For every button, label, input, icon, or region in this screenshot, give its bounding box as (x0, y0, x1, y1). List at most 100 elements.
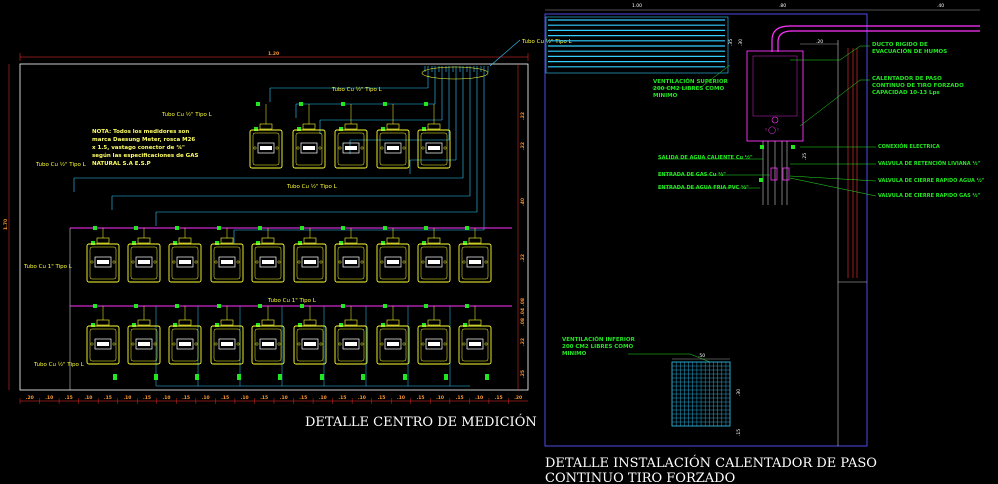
dim-top-3: .40 (937, 3, 944, 9)
dim-right: .22 (520, 254, 526, 262)
dim-heater-h: .25 (802, 153, 808, 160)
gas-meter (417, 123, 451, 169)
gas-meter (417, 237, 451, 283)
dim-width: 1.20 (268, 51, 279, 57)
label-calentador-2: CONTINUO DE TIRO FORZADO (872, 83, 964, 89)
dim-right: .22 (520, 112, 526, 120)
exhaust-duct (771, 25, 980, 52)
gas-meter (334, 319, 368, 365)
title-heater-2: CONTINUO TIRO FORZADO (545, 471, 735, 484)
gas-meter (86, 237, 120, 283)
meter-note: NOTA: Todos los medidores son marca Daes… (92, 129, 198, 167)
label-pipe-row1-top: Tubo Cu ½" Tipo L (331, 86, 383, 93)
dim-bottom: .10 (358, 395, 366, 401)
label-vent-sup-2: 200 CM2 LIBRES COMO (653, 86, 724, 92)
label-calentador-1: CALENTADOR DE PASO (872, 76, 942, 82)
title-heater-1: DETALLE INSTALACIÓN CALENTADOR DE PASO (545, 454, 877, 471)
gas-meter (376, 123, 410, 169)
dim-bottom: .10 (280, 395, 288, 401)
gas-meter (210, 319, 244, 365)
dim-right: .22 (520, 142, 526, 150)
meter-center: 1.20 1.70 .22.22.40.22.08.04.08.22.25 .2… (3, 38, 573, 430)
dim-bottom: .15 (338, 395, 346, 401)
dim-grille-h: .30 (736, 389, 742, 396)
label-entrada-gas: ENTRADA DE GAS Cu ½" (658, 171, 726, 178)
note-line-5: NATURAL S.A E.S.P (92, 161, 151, 167)
label-pipe-row1-left: Tubo Cu ½" Tipo L (161, 111, 213, 118)
dim-bottom: .15 (104, 395, 112, 401)
gas-meter (293, 237, 327, 283)
dim-bottom: .10 (319, 395, 327, 401)
label-pipe-left-middle: Tubo Cu 1" Tipo L (23, 264, 73, 270)
gas-meter (458, 319, 492, 365)
label-pipe-left-upper: Tubo Cu ½" Tipo L (35, 161, 87, 168)
label-valvula-cierre-gas: VALVULA DE CIERRE RAPIDO GAS ½" (878, 192, 981, 199)
label-pipe-row3-top: Tubo Cu 1" Tipo L (267, 298, 317, 304)
dim-bottom: .20 (514, 395, 522, 401)
gas-meter (127, 319, 161, 365)
gas-meter (334, 237, 368, 283)
dim-bottom: .15 (260, 395, 268, 401)
gas-meter (168, 237, 202, 283)
dim-bottom: .15 (495, 395, 503, 401)
heater-detail: 1.00 .80 .40 .35 .30 .20 ◦◯◦ (544, 3, 985, 484)
gas-meter (293, 319, 327, 365)
title-meter-center: DETALLE CENTRO DE MEDICIÓN (305, 413, 537, 430)
dim-bottom: .15 (299, 395, 307, 401)
label-calentador-3: CAPACIDAD 10-13 Lps (872, 90, 940, 96)
dim-right: .40 (520, 198, 526, 206)
dim-bottom: .10 (241, 395, 249, 401)
dim-bottom: .10 (163, 395, 171, 401)
dim-top-1: 1.00 (632, 3, 642, 9)
cabinet-frame (19, 63, 529, 391)
gas-meter (334, 123, 368, 169)
dim-bottom: .15 (417, 395, 425, 401)
label-conexion-electrica: CONEXIÓN ELECTRICA (878, 143, 940, 150)
label-vent-sup-3: MINIMO (653, 93, 678, 99)
label-vent-inf-1: VENTILACIÓN INFERIOR (562, 336, 636, 343)
lower-vent-grille (671, 361, 731, 427)
gas-meter (249, 123, 283, 169)
label-ducto-1: DUCTO RIGIDO DE (872, 42, 928, 48)
label-pipe-top-right: Tubo Cu ½" Tipo L (521, 38, 573, 45)
gas-meter (292, 123, 326, 169)
label-vent-sup-1: VENTILACIÓN SUPERIOR (653, 78, 729, 85)
label-vent-inf-2: 200 CM2 LIBRES COMO (562, 344, 633, 350)
dim-top-2: .80 (779, 3, 786, 9)
bottom-dims: .20 .10 .15 .10 .15 .10 .15 .10 .15 .10 .15 .10 .15.… (19, 395, 522, 404)
gas-meter (210, 237, 244, 283)
label-vent-inf-3: MINIMO (562, 351, 587, 357)
heater-controls-icon: ◦◯◦ (764, 126, 780, 134)
dim-grille-w: .50 (698, 353, 705, 359)
label-entrada-agua-fria: ENTRADA DE AGUA FRIA PVC ½" (658, 184, 749, 191)
dim-bottom: .15 (736, 429, 742, 436)
gas-meter (251, 237, 285, 283)
gas-meter (417, 319, 451, 365)
dim-top-small: .20 (816, 39, 823, 45)
dim-right: .22 (520, 338, 526, 346)
room-frame (544, 13, 868, 447)
note-line-2: marca Daesung Meter, rosca M26 (92, 137, 195, 143)
label-pipe-left-lower: Tubo Cu ½" Tipo L (33, 361, 85, 368)
gas-meter (376, 237, 410, 283)
dim-bottom: .15 (221, 395, 229, 401)
dim-bottom: .10 (202, 395, 210, 401)
gas-riser-bundle (73, 39, 521, 387)
label-pipe-row2-top: Tubo Cu ½" Tipo L (286, 183, 338, 190)
dim-bottom: .20 (26, 395, 34, 401)
dim-bottom: .15 (65, 395, 73, 401)
note-line-4: según las especificaciones de GAS (92, 152, 198, 159)
label-ducto-2: EVACUACIÓN DE HUMOS (872, 48, 947, 55)
gas-meter (376, 319, 410, 365)
dim-bottom: .10 (436, 395, 444, 401)
dim-right: .04 (520, 308, 526, 316)
dim-bottom: .10 (475, 395, 483, 401)
dim-right: .25 (520, 370, 526, 378)
dim-right: .08 (520, 298, 526, 306)
right-dims: .22.22.40.22.08.04.08.22.25 (520, 112, 526, 378)
gas-meter (458, 237, 492, 283)
note-line-3: x 1.5, vastago conector de ¾" (92, 145, 185, 151)
gas-meter (168, 319, 202, 365)
dim-side-a: .35 (728, 39, 734, 46)
